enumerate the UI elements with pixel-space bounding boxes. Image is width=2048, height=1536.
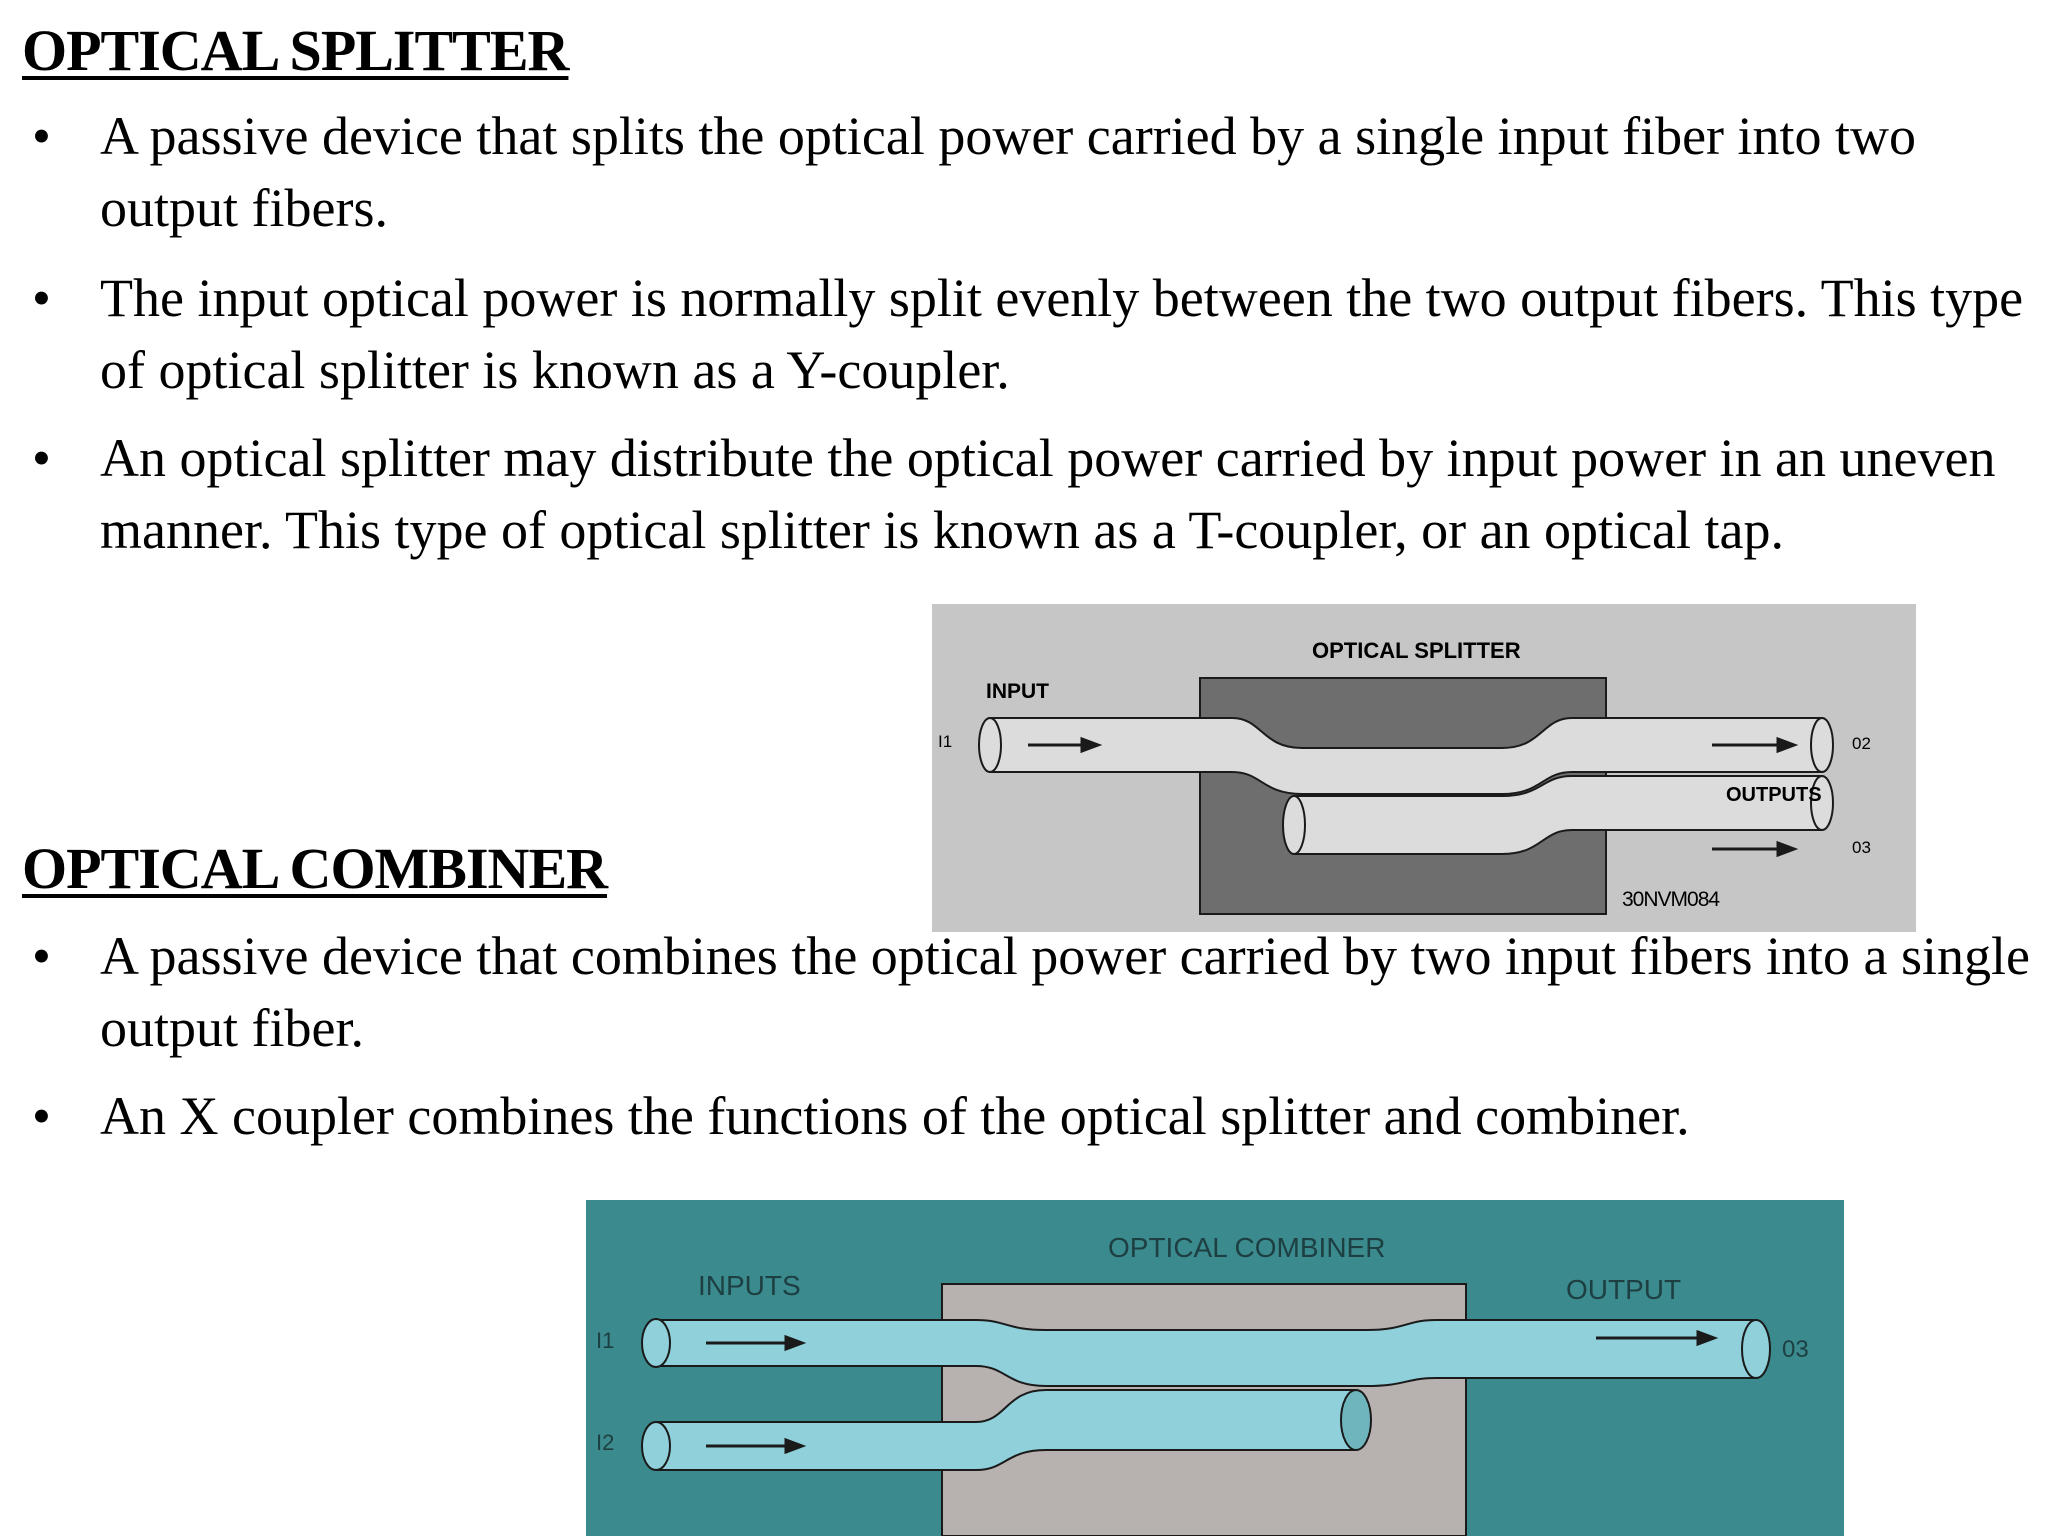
bullet-dot: • [32, 428, 51, 488]
splitter-diagram-svg [932, 604, 1916, 932]
splitter-output-port-bottom: 03 [1852, 838, 1871, 857]
bullet-text: An X coupler combines the functions of t… [100, 1086, 1690, 1146]
splitter-bullet-1: • A passive device that splits the optic… [22, 100, 2032, 245]
combiner-bullet-2: • An X coupler combines the functions of… [22, 1080, 2032, 1152]
combiner-bullet-1: • A passive device that combines the opt… [22, 920, 2032, 1065]
splitter-figure-code: 30NVM084 [1622, 888, 1720, 911]
combiner-output-port: 03 [1782, 1336, 1809, 1363]
splitter-input-label: INPUT [986, 680, 1049, 703]
bullet-text: The input optical power is normally spli… [100, 268, 2024, 401]
bullet-dot: • [32, 268, 51, 328]
combiner-output-label: OUTPUT [1566, 1274, 1682, 1305]
combiner-diagram-title: OPTICAL COMBINER [1108, 1232, 1386, 1263]
combiner-diagram-svg [586, 1200, 1844, 1536]
splitter-heading: OPTICAL SPLITTER [22, 18, 569, 83]
splitter-bullet-2: • The input optical power is normally sp… [22, 262, 2032, 407]
combiner-fiber-top [655, 1319, 1757, 1387]
splitter-bullet-3: • An optical splitter may distribute the… [22, 422, 2012, 567]
bullet-dot: • [32, 106, 51, 166]
combiner-input-port-bottom: I2 [596, 1430, 615, 1455]
bullet-dot: • [32, 926, 51, 986]
combiner-arrows [706, 1329, 1719, 1455]
optical-splitter-diagram: OPTICAL SPLITTER INPUT I1 OUTPUTS 02 03 … [932, 604, 1916, 932]
bullet-text: An optical splitter may distribute the o… [100, 428, 1996, 561]
splitter-input-port: I1 [938, 732, 953, 751]
combiner-input-port-top: I1 [596, 1328, 615, 1353]
optical-combiner-diagram: OPTICAL COMBINER INPUTS OUTPUT I1 I2 03 [586, 1200, 1844, 1536]
combiner-inputs-label: INPUTS [698, 1270, 801, 1301]
bullet-dot: • [32, 1086, 51, 1146]
combiner-heading: OPTICAL COMBINER [22, 836, 608, 901]
splitter-arrows [1028, 736, 1799, 858]
splitter-output-port-top: 02 [1852, 734, 1871, 753]
bullet-text: A passive device that splits the optical… [100, 106, 1917, 239]
bullet-text: A passive device that combines the optic… [100, 926, 2030, 1059]
splitter-diagram-title: OPTICAL SPLITTER [1312, 638, 1521, 663]
splitter-outputs-label: OUTPUTS [1726, 784, 1822, 806]
